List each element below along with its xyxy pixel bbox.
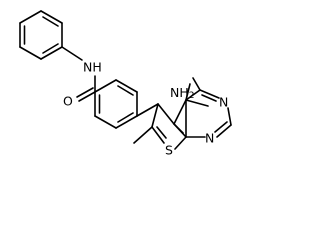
phenyl-ring — [19, 10, 63, 60]
amino-group-label: NH2 — [170, 85, 194, 102]
thiophene-ring — [151, 103, 187, 150]
amide-nh-label: NH — [83, 60, 102, 75]
chemical-structure-diagram: NH O NH2 N N S — [19, 10, 232, 158]
carbonyl-oxygen-label: O — [63, 94, 73, 109]
benzene-ring — [94, 79, 138, 129]
pyrimidine-ring — [173, 89, 232, 138]
methyl-group — [133, 126, 153, 144]
amino-bond — [185, 77, 201, 101]
thiophene-sulfur-label: S — [165, 143, 173, 158]
biaryl-bond — [136, 103, 159, 117]
amide-bonds — [61, 46, 117, 102]
pyrimidine-n-lower-label: N — [205, 131, 214, 146]
pyrimidine-n-upper-label: N — [219, 95, 228, 110]
